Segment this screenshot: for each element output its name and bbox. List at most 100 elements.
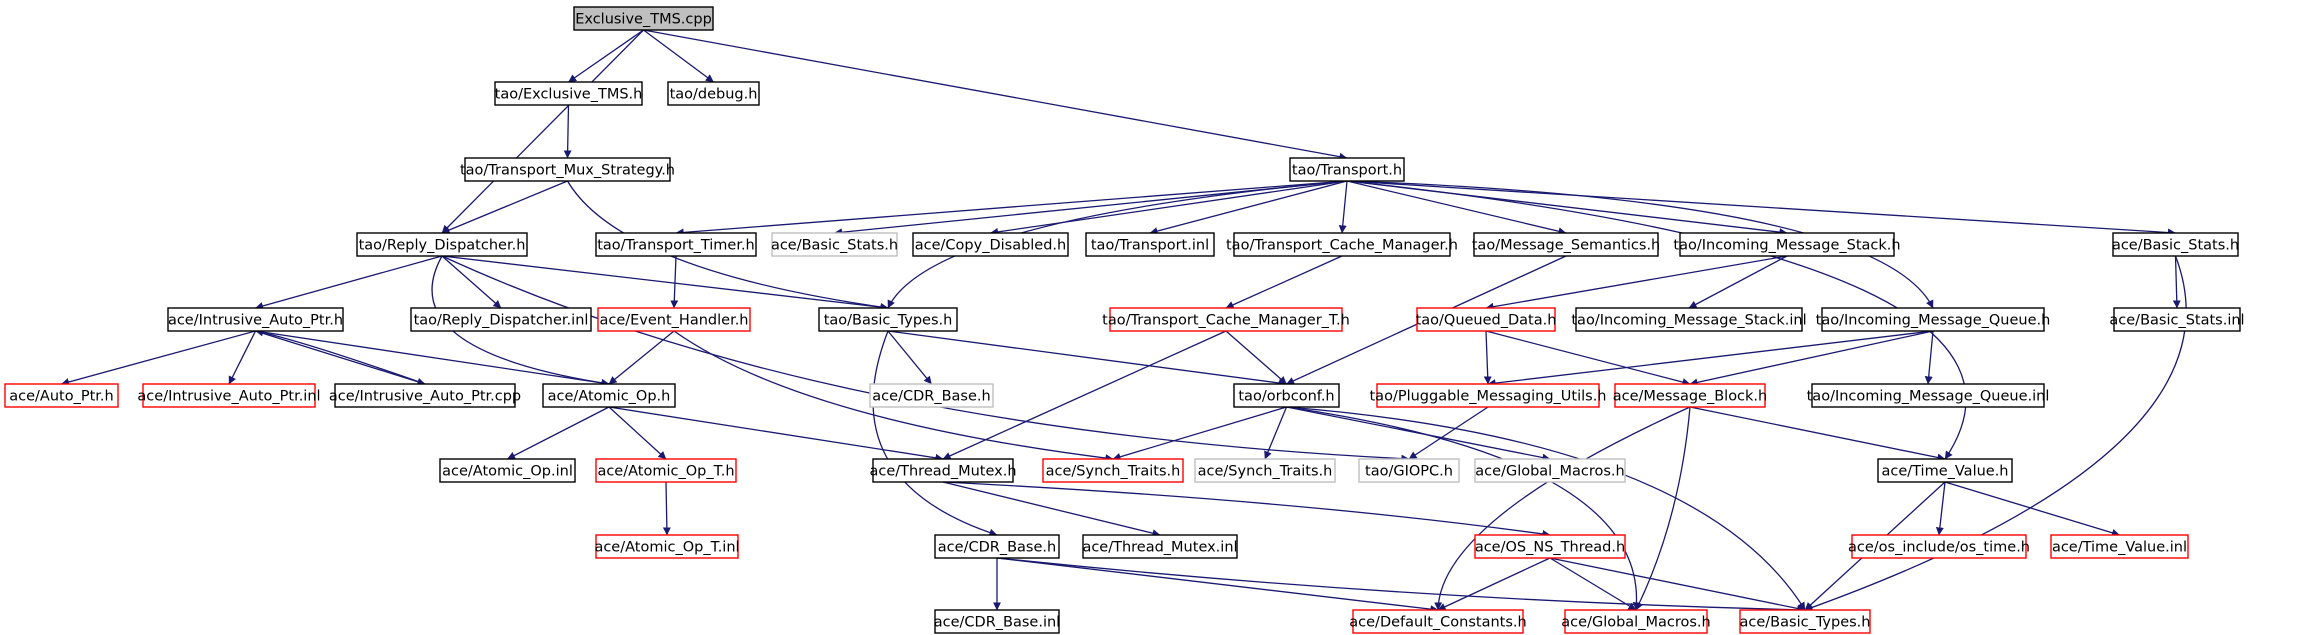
- edge-tao_incoming_message_queue_h-to-tao_incoming_message_queue_inl: [1924, 330, 1934, 385]
- node-tao_transport_mux_strategy_h[interactable]: tao/Transport_Mux_Strategy.h: [460, 157, 675, 182]
- node-box: [872, 458, 1014, 483]
- node-tao_queued_data_h[interactable]: tao/Queued_Data.h: [1416, 307, 1557, 332]
- edge-tao_queued_data_h-to-tao_pluggable_messaging_utils_h: [1483, 330, 1492, 385]
- edge-exclusive_tms_cpp-to-tao_reply_dispatcher_h: [441, 29, 644, 234]
- edge-tao_queued_data_h-to-ace_message_block_h: [1485, 330, 1691, 386]
- node-ace_intrusive_auto_ptr_h[interactable]: ace/Intrusive_Auto_Ptr.h: [167, 307, 344, 332]
- node-box: [1233, 232, 1451, 257]
- node-ace_basic_stats_h[interactable]: ace/Basic_Stats.h: [2112, 232, 2239, 257]
- node-label: ace/Atomic_Op.inl: [442, 464, 573, 480]
- node-ace_basic_stats_h_ext[interactable]: ace/Basic_Stats.h: [771, 232, 898, 257]
- node-label: tao/Reply_Dispatcher.inl: [414, 313, 589, 329]
- node-label: ace/Time_Value.h: [1881, 464, 2008, 480]
- node-tao_debug_h[interactable]: tao/debug.h: [667, 81, 760, 106]
- node-tao_transport_cache_manager_h[interactable]: tao/Transport_Cache_Manager.h: [1226, 232, 1458, 257]
- node-ace_atomic_op_h[interactable]: ace/Atomic_Op.h: [542, 383, 676, 408]
- node-box: [334, 383, 516, 408]
- node-ace_time_value_inl[interactable]: ace/Time_Value.inl: [2050, 534, 2189, 559]
- node-ace_os_ns_thread_h[interactable]: ace/OS_NS_Thread.h: [1474, 534, 1626, 559]
- edge-tao_orbconf_h-to-ace_synch_traits_h: [1112, 406, 1287, 461]
- edge-tao_transport_timer_h-to-ace_event_handler_h: [670, 255, 679, 309]
- edge-ace_intrusive_auto_ptr_h-to-ace_auto_ptr_h: [61, 330, 256, 386]
- node-tao_basic_types_h[interactable]: tao/Basic_Types.h: [818, 307, 958, 332]
- edge-tao_transport_h-to-tao_basic_types_h: [887, 180, 1348, 309]
- node-box: [667, 81, 760, 106]
- edge-ace_atomic_op_t_h-to-ace_atomic_op_t_inl: [662, 481, 671, 536]
- edge-ace_atomic_op_h-to-ace_thread_mutex_h: [608, 406, 944, 462]
- node-ace_intrusive_auto_ptr_inl[interactable]: ace/Intrusive_Auto_Ptr.inl: [137, 383, 321, 408]
- node-label: ace/CDR_Base.inl: [934, 615, 1060, 631]
- node-label: tao/Reply_Dispatcher.h: [359, 238, 526, 254]
- node-label: ace/os_include/os_time.h: [1848, 540, 2030, 556]
- node-ace_basic_stats_inl[interactable]: ace/Basic_Stats.inl: [2109, 307, 2245, 332]
- node-ace_intrusive_auto_ptr_cpp[interactable]: ace/Intrusive_Auto_Ptr.cpp: [329, 383, 521, 408]
- node-ace_cdr_base_h_ext[interactable]: ace/CDR_Base.h: [869, 383, 994, 408]
- edge-ace_intrusive_auto_ptr_h-to-ace_intrusive_auto_ptr_inl: [228, 330, 257, 385]
- node-ace_copy_disabled_h[interactable]: ace/Copy_Disabled.h: [912, 232, 1069, 257]
- node-tao_reply_dispatcher_inl[interactable]: tao/Reply_Dispatcher.inl: [410, 307, 592, 332]
- node-tao_transport_cache_manager_t_h[interactable]: tao/Transport_Cache_Manager_T.h: [1102, 307, 1350, 332]
- edge-ace_message_block_h-to-ace_time_value_h: [1689, 406, 1946, 462]
- edge-ace_message_block_h-to-ace_default_constants_h: [1434, 406, 1691, 611]
- node-ace_global_macros_h_ext[interactable]: ace/Global_Macros.h: [1474, 458, 1626, 483]
- node-ace_time_value_h[interactable]: ace/Time_Value.h: [1877, 458, 2013, 483]
- node-ace_thread_mutex_h[interactable]: ace/Thread_Mutex.h: [869, 458, 1017, 483]
- node-tao_transport_inl[interactable]: tao/Transport.inl: [1085, 232, 1215, 257]
- node-ace_event_handler_h[interactable]: ace/Event_Handler.h: [597, 307, 751, 332]
- node-label: ace/Message_Block.h: [1613, 389, 1767, 405]
- node-ace_thread_mutex_inl[interactable]: ace/Thread_Mutex.inl: [1082, 534, 1238, 559]
- node-tao_incoming_message_queue_inl[interactable]: tao/Incoming_Message_Queue.inl: [1807, 383, 2050, 408]
- node-label: tao/Pluggable_Messaging_Utils.h: [1370, 389, 1607, 405]
- node-label: ace/Time_Value.inl: [2052, 540, 2187, 556]
- node-tao_transport_h[interactable]: tao/Transport.h: [1289, 157, 1405, 182]
- node-ace_auto_ptr_h[interactable]: ace/Auto_Ptr.h: [4, 383, 119, 408]
- node-label: tao/orbconf.h: [1238, 389, 1334, 405]
- node-box: [912, 232, 1069, 257]
- node-label: ace/Synch_Traits.h: [1198, 464, 1333, 480]
- node-ace_global_macros_h[interactable]: ace/Global_Macros.h: [1561, 609, 1711, 634]
- node-tao_pluggable_messaging_utils_h[interactable]: tao/Pluggable_Messaging_Utils.h: [1370, 383, 1607, 408]
- node-box: [1358, 458, 1460, 483]
- node-box: [1289, 157, 1405, 182]
- node-tao_message_semantics_h[interactable]: tao/Message_Semantics.h: [1472, 232, 1661, 257]
- node-exclusive_tms_cpp[interactable]: Exclusive_TMS.cpp: [573, 6, 714, 31]
- edge-tao_exclusive_tms_h-to-tao_transport_mux_strategy_h: [563, 104, 572, 159]
- node-box: [1109, 307, 1343, 332]
- node-label: ace/Thread_Mutex.h: [869, 464, 1016, 480]
- node-ace_atomic_op_t_inl[interactable]: ace/Atomic_Op_T.inl: [594, 534, 740, 559]
- node-ace_atomic_op_inl[interactable]: ace/Atomic_Op.inl: [439, 458, 576, 483]
- node-tao_orbconf_h[interactable]: tao/orbconf.h: [1233, 383, 1340, 408]
- node-box: [1376, 383, 1600, 408]
- node-tao_incoming_message_stack_h[interactable]: tao/Incoming_Message_Stack.h: [1673, 232, 1901, 257]
- nodes-layer: Exclusive_TMS.cpp tao/Exclusive_TMS.h tao/…: [4, 6, 2245, 634]
- node-ace_basic_types_h[interactable]: ace/Basic_Types.h: [1739, 609, 1871, 634]
- node-box: [1877, 458, 2013, 483]
- node-label: ace/Auto_Ptr.h: [9, 389, 113, 405]
- edge-tao_transport_h-to-ace_copy_disabled_h: [990, 180, 1348, 236]
- node-ace_synch_traits_h_ext[interactable]: ace/Synch_Traits.h: [1194, 458, 1336, 483]
- node-ace_os_include_os_time_h[interactable]: ace/os_include/os_time.h: [1848, 534, 2030, 559]
- node-ace_message_block_h[interactable]: ace/Message_Block.h: [1613, 383, 1767, 408]
- node-ace_cdr_base_h[interactable]: ace/CDR_Base.h: [934, 534, 1060, 559]
- edge-ace_thread_mutex_h-to-ace_os_ns_thread_h: [942, 481, 1551, 538]
- node-box: [595, 534, 739, 559]
- node-label: ace/Intrusive_Auto_Ptr.inl: [137, 389, 320, 405]
- node-ace_default_constants_h[interactable]: ace/Default_Constants.h: [1349, 609, 1527, 634]
- edge-tao_transport_mux_strategy_h-to-tao_reply_dispatcher_h: [441, 180, 568, 234]
- node-tao_exclusive_tms_h[interactable]: tao/Exclusive_TMS.h: [494, 81, 643, 106]
- edge-tao_orbconf_h-to-ace_global_macros_h: [1286, 406, 1641, 611]
- node-ace_synch_traits_h[interactable]: ace/Synch_Traits.h: [1042, 458, 1184, 483]
- node-box: [1082, 534, 1238, 559]
- node-tao_incoming_message_stack_inl[interactable]: tao/Incoming_Message_Stack.inl: [1571, 307, 1807, 332]
- node-tao_giopc_h[interactable]: tao/GIOPC.h: [1358, 458, 1460, 483]
- node-label: tao/Message_Semantics.h: [1472, 238, 1661, 254]
- node-label: tao/Incoming_Message_Queue.h: [1816, 313, 2051, 329]
- node-ace_cdr_base_inl[interactable]: ace/CDR_Base.inl: [934, 609, 1060, 634]
- node-tao_incoming_message_queue_h[interactable]: tao/Incoming_Message_Queue.h: [1816, 307, 2051, 332]
- node-tao_transport_timer_h[interactable]: tao/Transport_Timer.h: [595, 232, 757, 257]
- node-tao_reply_dispatcher_h[interactable]: tao/Reply_Dispatcher.h: [356, 232, 528, 257]
- node-label: tao/Transport.h: [1292, 163, 1402, 179]
- edge-tao_transport_cache_manager_t_h-to-ace_thread_mutex_h: [942, 330, 1227, 460]
- node-ace_atomic_op_t_h[interactable]: ace/Atomic_Op_T.h: [595, 458, 737, 483]
- edge-tao_basic_types_h-to-ace_cdr_base_h_ext: [887, 330, 933, 385]
